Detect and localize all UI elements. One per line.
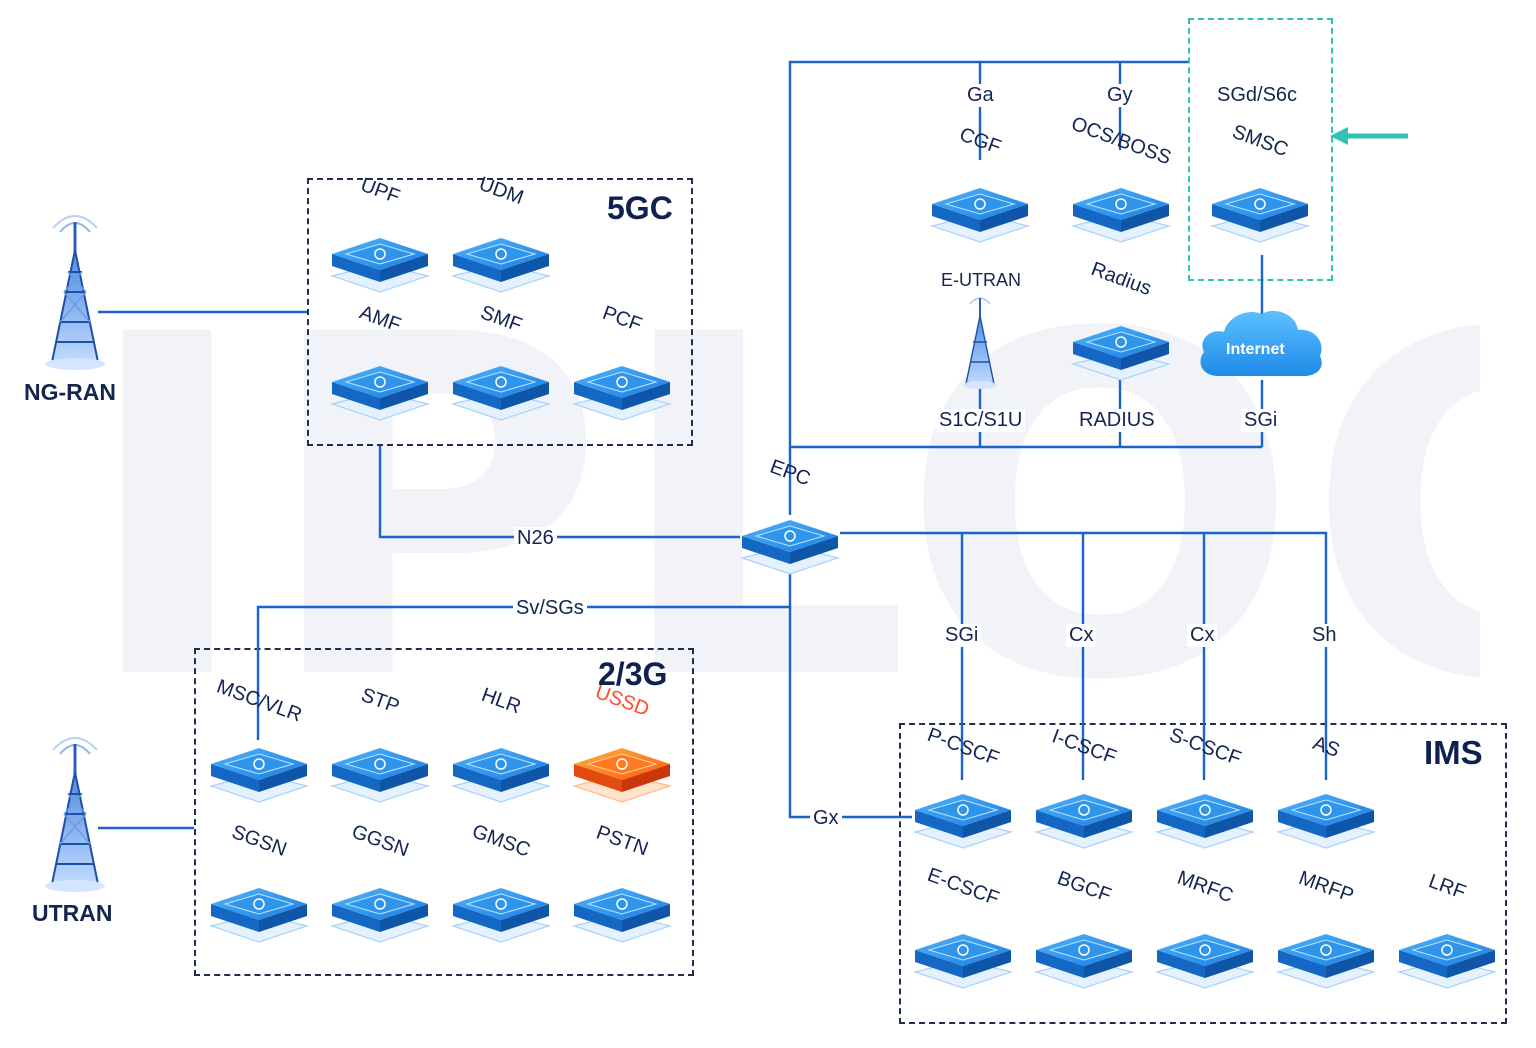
upf-node: UPF	[320, 174, 440, 300]
ussd-node: USSD	[562, 681, 682, 810]
5gc-group-title: 5GC	[607, 190, 673, 226]
mrfp-node: MRFP	[1266, 867, 1386, 996]
ga-interface-label: Ga	[964, 84, 997, 107]
sgsn-node: SGSN	[199, 821, 319, 950]
s-cscf-node: S-CSCF	[1145, 724, 1265, 856]
smsc-highlight-box	[1188, 18, 1333, 281]
ng-ran-tower-icon	[40, 212, 110, 372]
lrf-node: LRF	[1387, 870, 1507, 996]
cx-scscf-interface-label: Cx	[1187, 624, 1218, 647]
cloud-icon	[1200, 310, 1322, 376]
as-node: AS	[1266, 732, 1386, 856]
e-cscf-node: E-CSCF	[903, 864, 1023, 996]
gx-interface-label: Gx	[810, 807, 842, 830]
s1c-s1u-interface-label: S1C/S1U	[936, 409, 1026, 432]
mrfc-node: MRFC	[1145, 867, 1265, 996]
stp-node: STP	[320, 684, 440, 810]
ocs-boss-node: OCS/BOSS	[1061, 113, 1181, 250]
ng-ran-label: NG-RAN	[24, 379, 116, 405]
internet-label: Internet	[1226, 341, 1285, 358]
sv-sgs-interface-label: Sv/SGs	[513, 597, 587, 620]
n26-interface-label: N26	[514, 527, 557, 550]
utran-label: UTRAN	[32, 900, 113, 926]
ggsn-node: GGSN	[320, 821, 440, 950]
gy-interface-label: Gy	[1104, 84, 1136, 107]
2-3g-group-box	[194, 648, 694, 976]
sh-interface-label: Sh	[1309, 624, 1340, 647]
epc-node: EPC	[730, 456, 850, 582]
ims-group-title: IMS	[1424, 734, 1483, 771]
pcf-node: PCF	[562, 302, 682, 428]
sgi-internet-interface-label: SGi	[1241, 409, 1281, 432]
i-cscf-node: I-CSCF	[1024, 725, 1144, 856]
smf-node: SMF	[441, 301, 561, 428]
2-3g-group-title: 2/3G	[598, 656, 668, 692]
gmsc-node: GMSC	[441, 820, 561, 950]
cx-icscf-interface-label: Cx	[1066, 624, 1097, 647]
arrow-left-icon	[1330, 127, 1408, 145]
udm-node: UDM	[441, 173, 561, 300]
p-cscf-node: P-CSCF	[903, 724, 1023, 856]
radius-interface-label: RADIUS	[1076, 409, 1158, 432]
5gc-group-box	[307, 178, 693, 446]
amf-node: AMF	[320, 301, 440, 428]
radius-node: Radius	[1061, 258, 1181, 388]
sgi-ims-interface-label: SGi	[942, 624, 982, 647]
smsc-node: SMSC	[1200, 121, 1320, 250]
sgd-s6c-interface-label: SGd/S6c	[1217, 84, 1298, 106]
hlr-node: HLR	[441, 684, 561, 810]
e-utran-tower-icon	[960, 290, 1000, 390]
cgf-node: CGF	[920, 123, 1040, 250]
pstn-node: PSTN	[562, 822, 682, 950]
msc-vlr-node: MSC/VLR	[199, 675, 319, 810]
e-utran-label: E-UTRAN	[941, 270, 1021, 290]
bgcf-node: BGCF	[1024, 867, 1144, 996]
utran-tower-icon	[40, 734, 110, 894]
